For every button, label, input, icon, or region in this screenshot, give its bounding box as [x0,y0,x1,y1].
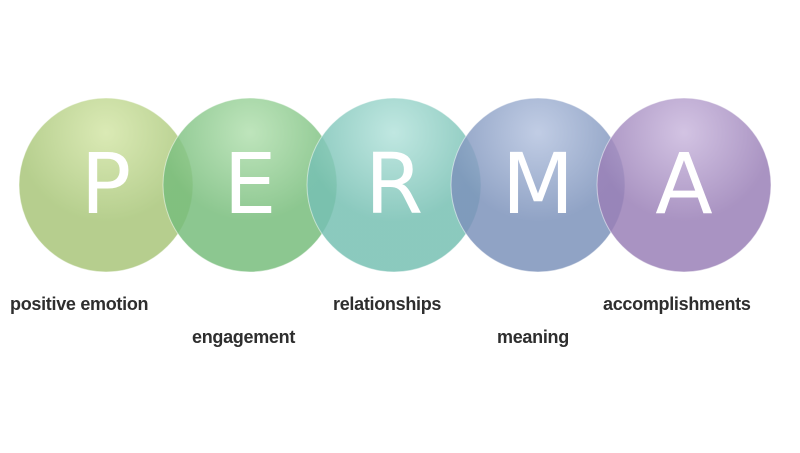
letter-e: E [223,135,276,233]
letter-p: P [81,135,132,233]
label-positive-emotion: positive emotion [10,294,149,314]
letter-a: A [655,135,712,233]
letter-m: M [502,135,574,233]
circle-a [596,97,772,273]
label-engagement: engagement [192,327,296,347]
label-relationships: relationships [333,294,442,314]
label-accomplishments: accomplishments [603,294,751,314]
letter-r: R [365,135,423,233]
label-meaning: meaning [497,327,569,347]
